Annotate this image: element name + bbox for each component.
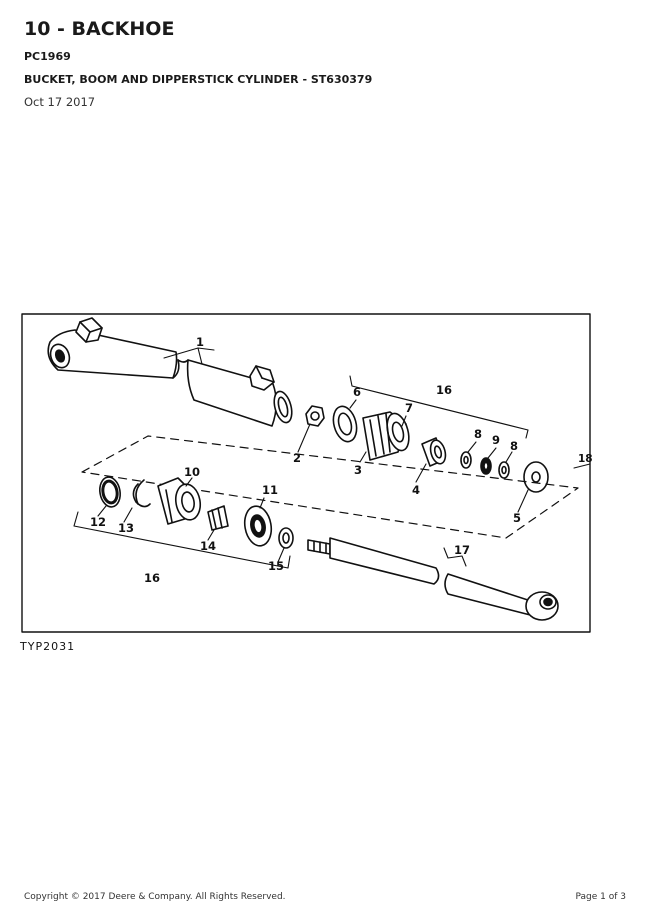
callout-13: 13 <box>118 521 134 535</box>
callout-8: 8 <box>474 427 482 441</box>
parts-catalog-code: PC1969 <box>24 50 71 63</box>
callout-9: 9 <box>492 433 500 447</box>
figure-subtitle: BUCKET, BOOM AND DIPPERSTICK CYLINDER - … <box>24 73 373 86</box>
callout-8b: 8 <box>510 439 518 453</box>
copyright-notice: Copyright © 2017 Deere & Company. All Ri… <box>24 892 286 902</box>
callout-11: 11 <box>262 483 278 497</box>
callout-16-upper: 16 <box>436 383 452 397</box>
piston-rod <box>307 537 559 621</box>
callout-16-lower: 16 <box>144 571 160 585</box>
callout-7: 7 <box>405 401 413 415</box>
page-title: 10 - BACKHOE <box>24 18 175 40</box>
callout-3: 3 <box>354 463 362 477</box>
callout-10: 10 <box>184 465 200 479</box>
page-indicator: Page 1 of 3 <box>575 892 627 902</box>
callout-2: 2 <box>293 451 301 465</box>
upper-parts-group <box>305 405 549 493</box>
callout-6: 6 <box>353 385 361 399</box>
exploded-parts-diagram: 1 2 3 4 5 6 7 8 9 8 10 11 12 13 14 15 16… <box>18 312 594 653</box>
leader-lines <box>73 347 591 569</box>
callout-15: 15 <box>268 559 284 573</box>
lower-parts-group <box>99 476 294 549</box>
callout-12: 12 <box>90 515 106 529</box>
cylinder-barrel <box>47 317 293 427</box>
callout-4: 4 <box>412 483 420 497</box>
diagram-frame <box>21 313 591 633</box>
callout-1: 1 <box>196 335 204 349</box>
figure-caption: TYP2031 <box>19 640 75 652</box>
callout-17: 17 <box>454 543 470 557</box>
callout-14: 14 <box>200 539 216 553</box>
callout-5: 5 <box>513 511 521 525</box>
dashed-kit-outline <box>81 435 579 539</box>
publication-date: Oct 17 2017 <box>24 95 96 109</box>
callout-18: 18 <box>578 453 593 465</box>
